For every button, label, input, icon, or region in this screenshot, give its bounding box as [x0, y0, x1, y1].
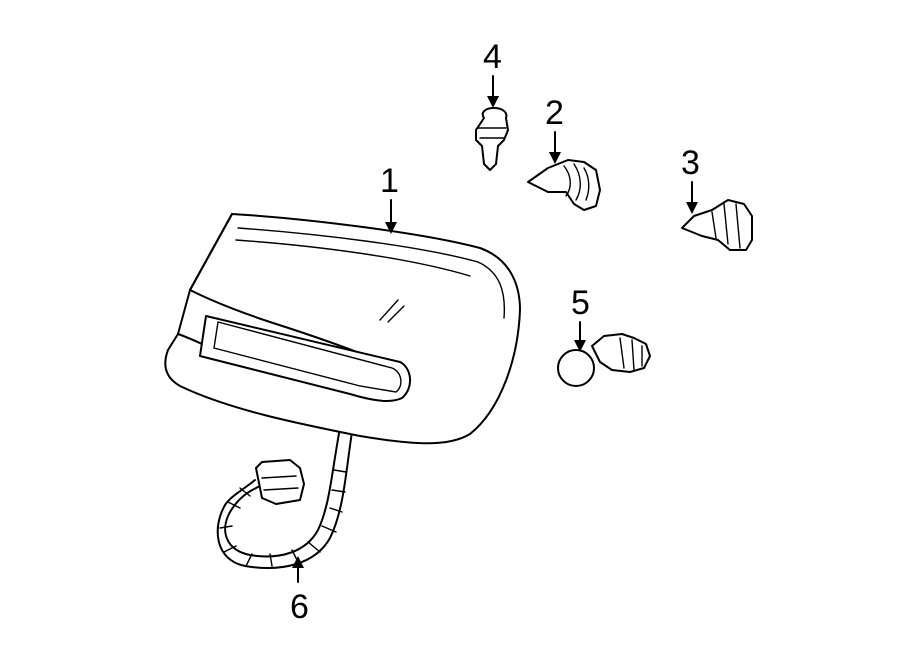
arrowhead	[385, 222, 397, 234]
callout-number: 2	[545, 94, 564, 132]
callout-number: 6	[290, 588, 309, 626]
callout-number: 4	[483, 38, 502, 76]
callout-number: 3	[681, 144, 700, 182]
arrowhead	[686, 202, 698, 214]
callout-1: 1	[380, 162, 399, 234]
callout-6: 6	[290, 556, 309, 626]
part-4-bulb	[475, 107, 509, 171]
part-1-lamp-housing	[164, 213, 521, 445]
callout-5: 5	[571, 284, 590, 352]
part-3-socket	[681, 199, 753, 251]
part-5-socket	[557, 333, 651, 387]
part-2-socket	[527, 159, 601, 211]
callout-number: 5	[571, 284, 590, 322]
arrowhead	[574, 340, 586, 352]
callout-number: 1	[380, 162, 399, 200]
part-6-wiring-harness	[216, 427, 353, 569]
callout-3: 3	[681, 144, 700, 214]
arrowhead	[549, 152, 561, 164]
callout-2: 2	[545, 94, 564, 164]
arrowhead	[292, 556, 304, 568]
callout-4: 4	[483, 38, 502, 108]
arrowhead	[487, 96, 499, 108]
